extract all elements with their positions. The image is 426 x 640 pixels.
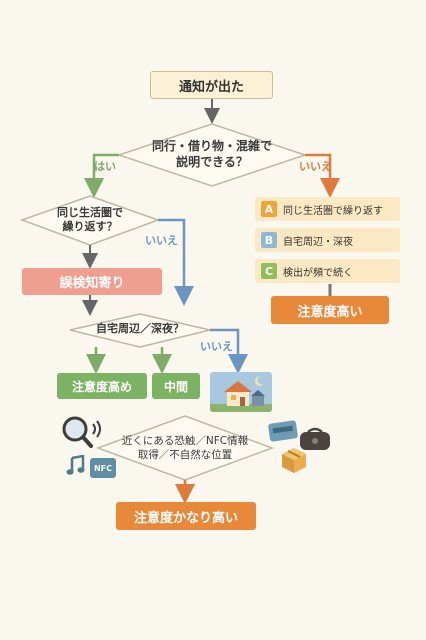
arrow-no-to-list [305,153,340,198]
decision3-diamond [69,313,211,348]
decision1-line1: 同行・借り物・混雑で [151,139,272,153]
card-icon [268,420,300,442]
decision1-line2: 説明できる？ [176,154,248,169]
list-item-c: C 検出が頻で続く [255,259,400,283]
music-note-icon [66,454,86,477]
decision1-no-label: いいえ [299,160,332,173]
list-item-a: A 同じ生活圏で繰り返す [255,197,400,221]
list-item-b-text: 自宅周辺・深夜 [283,236,353,248]
decision1-text: 同行・借り物・混雑で 説明できる？ [140,139,284,170]
arrow-decision3-no [210,328,248,374]
decision4-line1: 近くにある恐触／NFC情報 [121,435,249,447]
list-item-c-text: 検出が頻で続く [283,267,353,279]
decision2-line1: 同じ生活圏で [57,206,123,219]
decision4-text: 近くにある恐触／NFC情報 取得／不自然な位置 [115,435,255,462]
decision2-line2: 繰り返す？ [62,220,118,234]
badge-a: A [261,201,277,217]
magnifier-signal-icon [60,414,106,454]
decision2-text: 同じ生活圏で 繰り返す？ [40,206,140,235]
decision3-no-label: いいえ [200,340,233,353]
decision3-text: 自宅周辺／深夜？ [96,322,184,335]
house-icon [210,372,272,412]
decision1-yes-label: はい [94,160,116,173]
arrow-decision2-no [158,218,194,306]
right-result-node: 注意度高い [271,296,389,324]
arrow-yes-to-decision2 [84,153,119,198]
start-node: 通知が出た [150,71,273,99]
result-moderate-high: 注意度高め [57,373,147,399]
decision2-no-label: いいえ [145,234,178,247]
final-node: 注意度かなり高い [116,502,256,530]
badge-b: B [261,232,277,248]
list-item-b: B 自宅周辺・深夜 [255,228,400,252]
list-item-a-text: 同じ生活圏で繰り返す [283,205,383,217]
result-medium: 中間 [152,373,200,399]
package-icon [280,446,308,474]
bag-icon [298,426,332,452]
misdetect-node: 誤検知寄り [22,268,162,295]
nfc-tag-icon: NFC [90,458,116,478]
decision4-line2: 取得／不自然な位置 [137,448,233,461]
decision1-diamond [116,123,308,187]
badge-c: C [261,263,277,279]
